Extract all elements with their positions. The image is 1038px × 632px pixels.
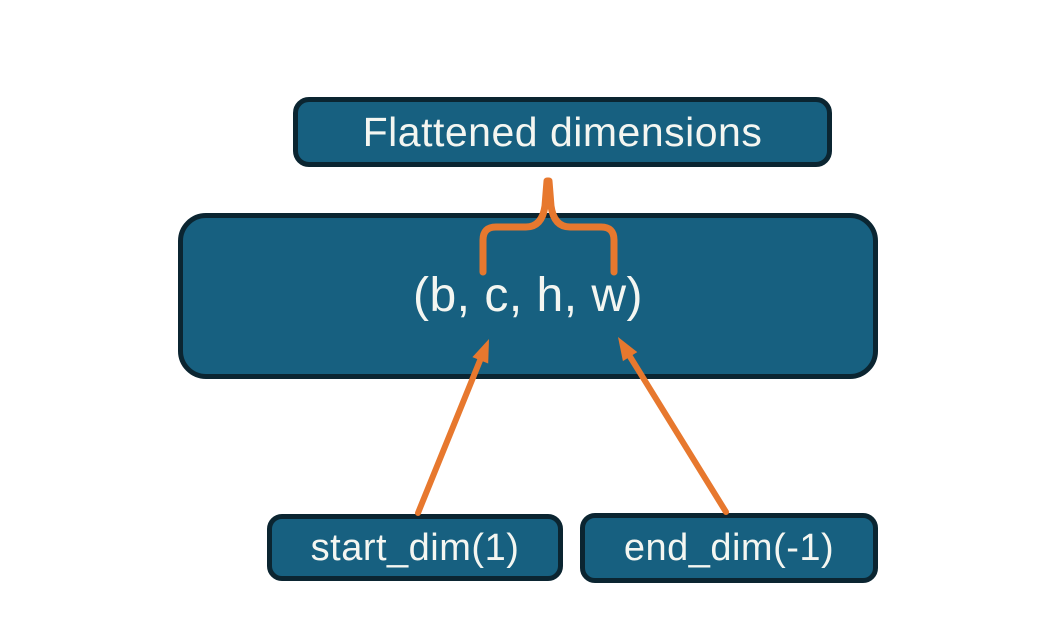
start-dim-label: start_dim(1) — [310, 526, 520, 569]
start-dim-node: start_dim(1) — [267, 514, 563, 581]
flattened-dimensions-label: Flattened dimensions — [362, 108, 763, 155]
end-dim-node: end_dim(-1) — [580, 513, 878, 583]
flattened-dimensions-node: Flattened dimensions — [293, 97, 832, 167]
tensor-shape-node: (b, c, h, w) — [178, 213, 878, 379]
tensor-shape-label: (b, c, h, w) — [412, 269, 644, 322]
start-dim-arrow-line — [415, 355, 484, 516]
end-dim-label: end_dim(-1) — [623, 527, 835, 569]
